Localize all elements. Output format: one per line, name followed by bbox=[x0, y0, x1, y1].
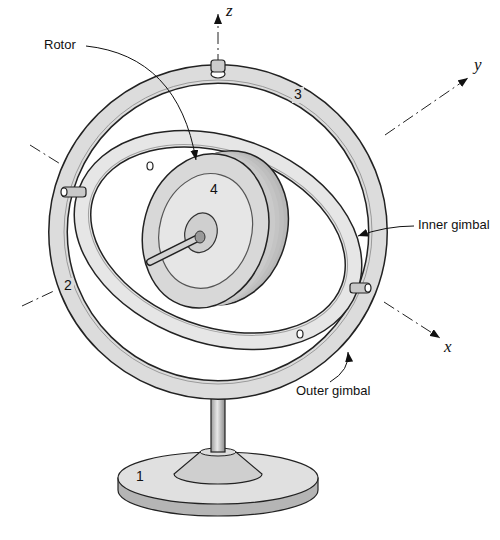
axis-label: x bbox=[444, 338, 452, 357]
part-label: Inner gimbal bbox=[418, 218, 490, 232]
pivot-pins bbox=[61, 162, 371, 338]
callout-number: 4 bbox=[208, 182, 220, 197]
axis-label: z bbox=[226, 2, 233, 21]
inner-gimbal bbox=[54, 103, 382, 377]
leader-lines bbox=[86, 46, 414, 382]
callout-number: 1 bbox=[134, 469, 146, 484]
part-label: Rotor bbox=[44, 38, 76, 52]
stand bbox=[118, 382, 318, 516]
callout-number: 2 bbox=[62, 278, 74, 293]
part-label: Outer gimbal bbox=[296, 384, 370, 398]
rotor-axle bbox=[150, 231, 205, 262]
callout-number: 3 bbox=[292, 87, 304, 102]
rotor bbox=[126, 132, 306, 327]
axis-label: y bbox=[474, 56, 482, 75]
